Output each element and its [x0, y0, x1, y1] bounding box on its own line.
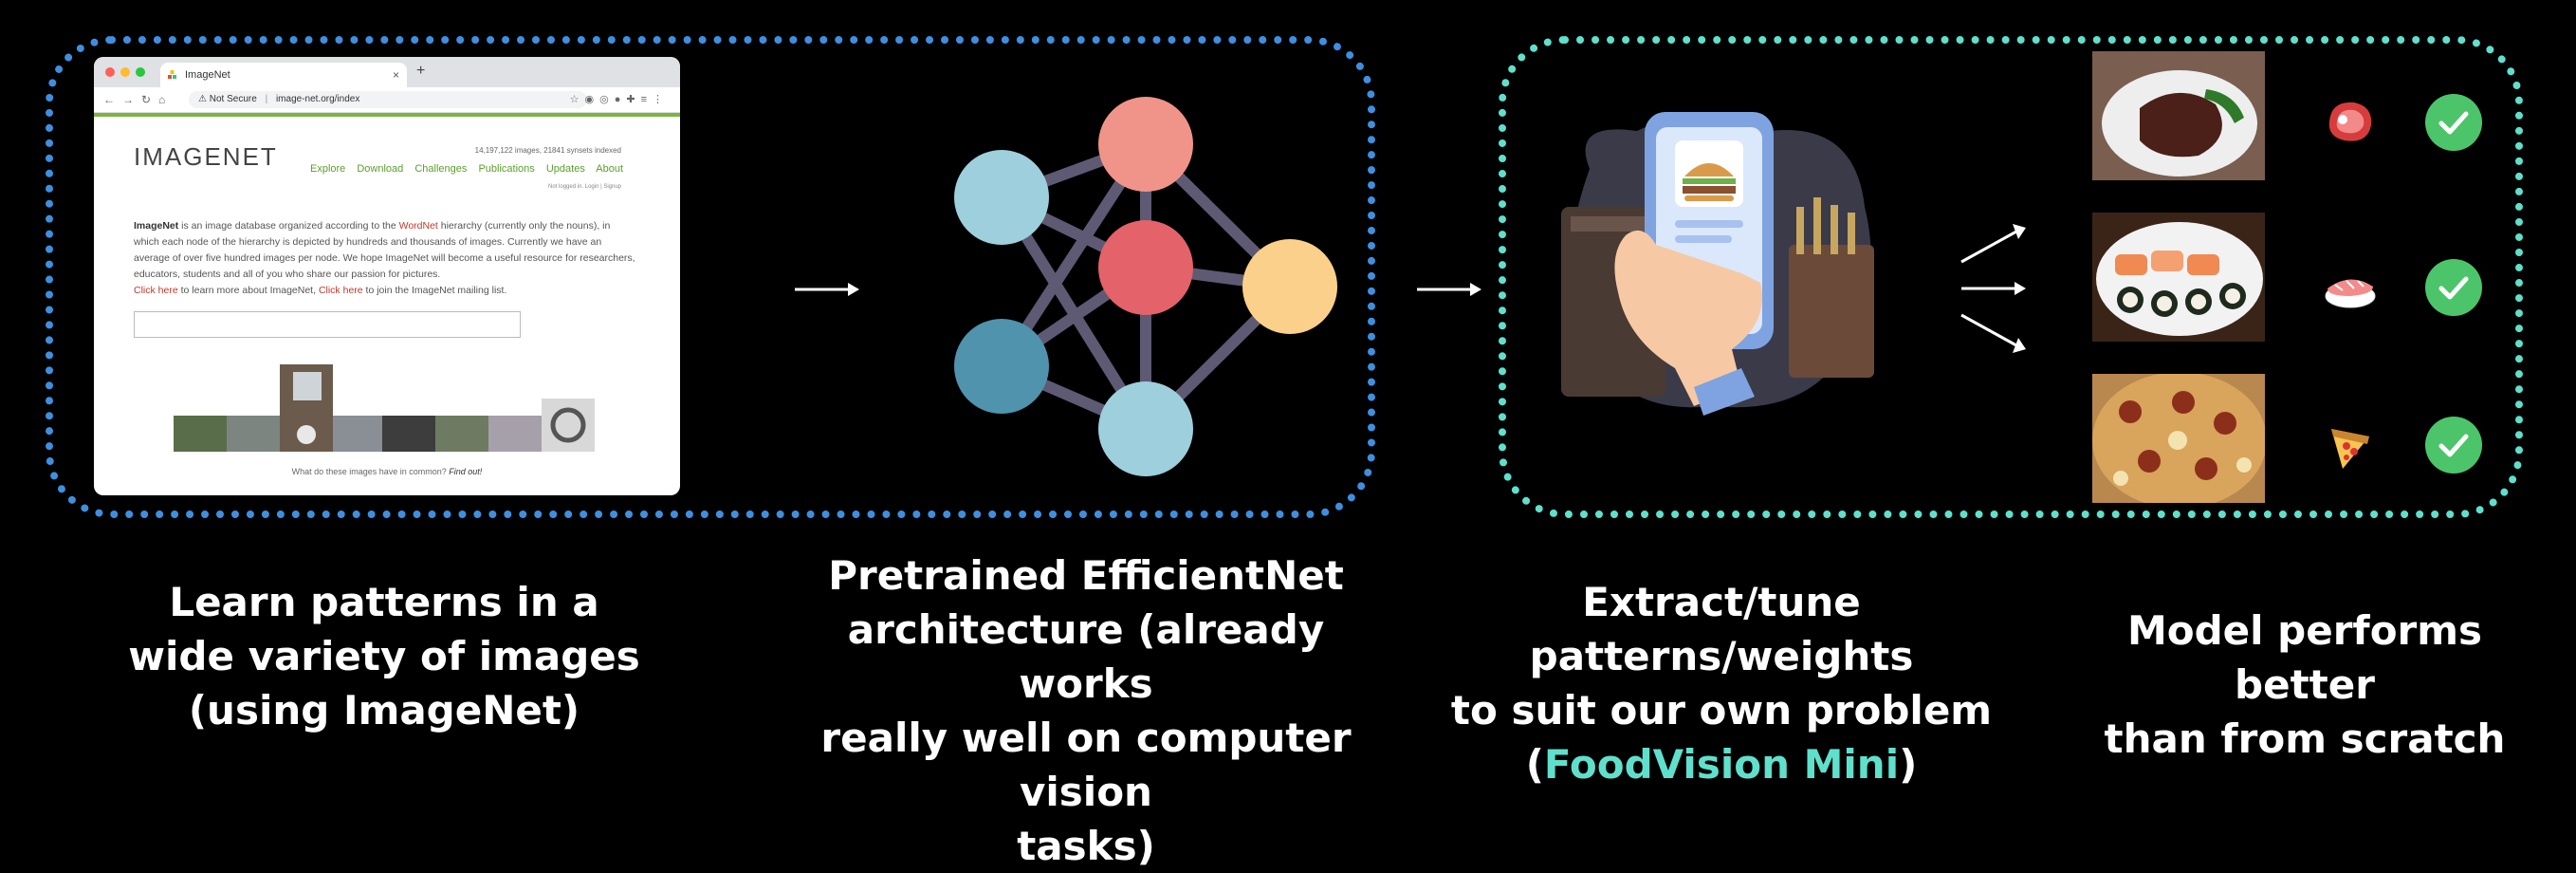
click-here-link-1[interactable]: Click here — [134, 285, 178, 296]
maximize-window-icon[interactable] — [136, 67, 145, 77]
step1-line: (using ImageNet) — [188, 687, 580, 734]
search-input[interactable] — [134, 311, 521, 338]
steak-icon — [2328, 102, 2372, 141]
desc-lead: ImageNet — [134, 220, 179, 232]
check-icon — [2425, 94, 2482, 151]
step3-paren: ) — [1899, 741, 1918, 788]
imagenet-frame — [46, 36, 1375, 518]
food-app-phone-icon — [1561, 112, 1874, 416]
step4-line: than from scratch — [2104, 715, 2506, 762]
url-text: image-net.org/index — [275, 94, 360, 104]
browser-nav-icons[interactable]: ←→↻⌂ — [103, 93, 174, 106]
not-secure-label: Not Secure — [209, 94, 257, 104]
image-thumbnail-strip — [174, 364, 600, 455]
desc-text-2: hierarchy (currently only the nouns), in… — [134, 220, 635, 280]
minimize-window-icon[interactable] — [120, 67, 130, 77]
caption-text: What do these images have in common? — [291, 467, 447, 476]
imagenet-logo[interactable]: IMAGENET — [134, 142, 278, 171]
step4-label: Model performs better than from scratch — [2058, 604, 2551, 766]
check-icon — [2425, 417, 2482, 474]
nav-explore[interactable]: Explore — [310, 163, 346, 175]
step4-line: Model performs better — [2126, 607, 2483, 708]
warning-icon: ⚠ — [198, 94, 207, 104]
desc-text-1: is an image database organized according… — [178, 220, 399, 232]
nav-download[interactable]: Download — [357, 163, 404, 175]
step3-paren: ( — [1525, 741, 1544, 788]
browser-toolbar: ←→↻⌂ ⚠ Not Secure | image-net.org/index … — [94, 87, 680, 113]
foodvision-mini-label: FoodVision Mini — [1543, 741, 1900, 788]
network-node — [954, 150, 1049, 245]
close-window-icon[interactable] — [105, 67, 115, 77]
imagenet-browser-window: ImageNet × + ←→↻⌂ ⚠ Not Secure | image-n… — [94, 57, 680, 495]
browser-tab-bar: ImageNet × + — [94, 57, 680, 87]
network-node — [1098, 97, 1193, 192]
fan-out-arrows-icon — [1960, 224, 2026, 353]
new-tab-icon[interactable]: + — [416, 63, 426, 79]
desc-text-4: to join the ImageNet mailing list. — [362, 285, 507, 296]
step3-line: to suit our own problem — [1450, 687, 1993, 734]
sushi-icon — [2325, 279, 2376, 308]
extension-icons[interactable]: ☆◉◎●✚≡⋮ — [569, 94, 669, 105]
step1-line: wide variety of images — [128, 633, 640, 679]
network-node — [1098, 381, 1193, 476]
thumbnail-caption: What do these images have in common? Fin… — [94, 467, 680, 476]
find-out-link[interactable]: Find out! — [449, 467, 483, 476]
nav-challenges[interactable]: Challenges — [414, 163, 468, 175]
green-header-line — [94, 113, 680, 117]
nav-about[interactable]: About — [596, 163, 624, 175]
close-tab-icon[interactable]: × — [392, 68, 399, 82]
nav-publications[interactable]: Publications — [478, 163, 535, 175]
arrow-icon — [1417, 283, 1481, 296]
step3-line: (FoodVision Mini) — [1413, 737, 2030, 791]
image-stats: 14,197,122 images, 21841 synsets indexed — [474, 146, 621, 155]
imagenet-nav: Explore Download Challenges Publications… — [310, 163, 632, 175]
step2-line: architecture (already works — [847, 606, 1325, 707]
check-icon — [2425, 259, 2482, 316]
click-here-link-2[interactable]: Click here — [318, 285, 363, 296]
foodvision-frame — [1499, 36, 2523, 518]
arrow-icon — [795, 283, 859, 296]
browser-tab[interactable]: ImageNet × — [160, 63, 407, 87]
step2-line: Pretrained EfficientNet — [828, 552, 1344, 599]
steak-photo[interactable] — [2092, 51, 2265, 180]
pizza-photo[interactable] — [2092, 374, 2265, 503]
pizza-icon — [2331, 429, 2369, 469]
network-node — [954, 319, 1049, 414]
address-bar[interactable]: ⚠ Not Secure | image-net.org/index — [189, 91, 587, 108]
step2-line: really well on computer vision — [820, 715, 1352, 815]
sushi-photo[interactable] — [2092, 213, 2265, 342]
desc-text-3: to learn more about ImageNet, — [177, 285, 319, 296]
imagenet-description: ImageNet is an image database organized … — [134, 218, 636, 299]
step1-line: Learn patterns in a — [169, 579, 599, 625]
imagenet-favicon-icon — [168, 70, 176, 79]
login-status[interactable]: Not logged in. Login | Signup — [548, 184, 621, 190]
step1-label: Learn patterns in a wide variety of imag… — [104, 575, 664, 737]
browser-tab-title: ImageNet — [185, 69, 230, 81]
network-node — [1098, 220, 1193, 315]
step3-line: Extract/tune patterns/weights — [1529, 579, 1914, 679]
step2-line: tasks) — [1017, 823, 1155, 869]
network-node — [1242, 239, 1337, 334]
step2-label: Pretrained EfficientNet architecture (al… — [778, 548, 1394, 873]
nav-updates[interactable]: Updates — [545, 163, 585, 175]
efficientnet-network-diagram — [954, 97, 1337, 476]
wordnet-link[interactable]: WordNet — [398, 220, 438, 232]
step3-label: Extract/tune patterns/weights to suit ou… — [1413, 575, 2030, 791]
thumbnail-images[interactable] — [174, 364, 600, 455]
